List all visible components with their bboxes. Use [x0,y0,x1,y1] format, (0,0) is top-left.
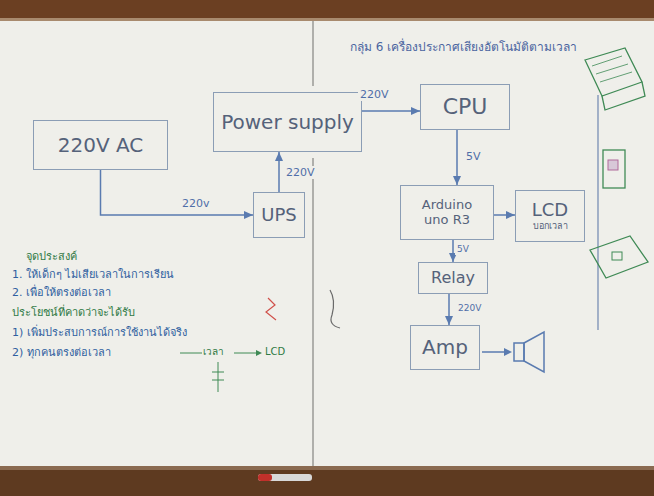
frame-top [0,0,654,18]
box-label: Arduino uno R3 [408,198,486,228]
process-box: UPS [253,192,305,238]
edge-label: 220V [358,88,391,101]
edge-label: 220v [180,197,212,210]
process-box: Relay [418,262,488,294]
box-label: Power supply [221,111,354,134]
process-box: CPU [420,84,510,130]
connector-arrow [278,152,280,192]
board-sketch [590,236,648,278]
frame-edge [0,18,654,21]
note-text: จุดประสงค์ [26,250,77,263]
edge-label: 5V [464,150,483,163]
divider-line [597,95,598,330]
box-label: Amp [422,336,468,359]
edge-label: 220V [284,166,317,179]
connector-arrow [456,130,458,185]
marker-cap [258,474,272,481]
note-text: LCD [265,346,285,358]
box-label: CPU [443,94,488,119]
arrow-head [504,348,512,356]
process-box: Arduino uno R3 [400,185,494,240]
sketch-wire [212,372,224,380]
box-label: Relay [431,269,475,287]
laptop-sketch [585,48,642,96]
edge-label: 220V [456,303,483,314]
scribble [330,290,340,328]
note-text: 1) เพิ่มประสบการณ์การใช้งานได้จริง [12,326,187,339]
connector-arrow [448,294,450,325]
note-text: เวลา [203,346,224,358]
sketch-wire [218,362,219,392]
connector-arrow [452,240,454,262]
box-label: UPS [261,205,296,226]
speaker-symbol [514,343,524,361]
process-box: 220V AC [33,120,168,170]
diagram-title: กลุ่ม 6 เครื่องประกาศเสียงอัตโนมัติตามเว… [350,40,577,54]
box-sublabel: บอกเวลา [533,221,568,231]
process-box: LCDบอกเวลา [515,190,585,242]
chalk-tray [0,466,654,496]
note-text: 1. ให้เด็กๆ ไม่เสียเวลาในการเรียน [12,268,175,281]
edge-label: 5V [455,244,471,255]
board-sketch [612,252,622,260]
speaker-symbol [524,332,544,372]
board-seam [312,158,314,466]
laptop-sketch [602,82,645,110]
note-text: ประโยชน์ที่คาดว่าจะได้รับ [12,306,135,319]
note-text: 2) ทุกคนตรงต่อเวลา [12,346,111,359]
process-box: Amp [410,325,480,370]
board-seam [312,21,314,86]
note-text: 2. เพื่อให้ตรงต่อเวลา [12,286,111,299]
arrow-head [256,350,262,356]
box-label: 220V AC [58,134,144,157]
connector-arrow [101,170,254,215]
process-box: Power supply [213,92,362,152]
connector-arrow [494,214,515,216]
device-sketch [608,160,618,170]
connector-arrow [362,110,420,112]
scribble [266,298,276,320]
marker-pen [258,474,312,481]
sketch-wire [180,353,202,354]
device-sketch [603,150,625,188]
laptop-sketch [592,56,632,82]
box-label: LCD [532,200,568,221]
tray-edge [0,466,654,470]
